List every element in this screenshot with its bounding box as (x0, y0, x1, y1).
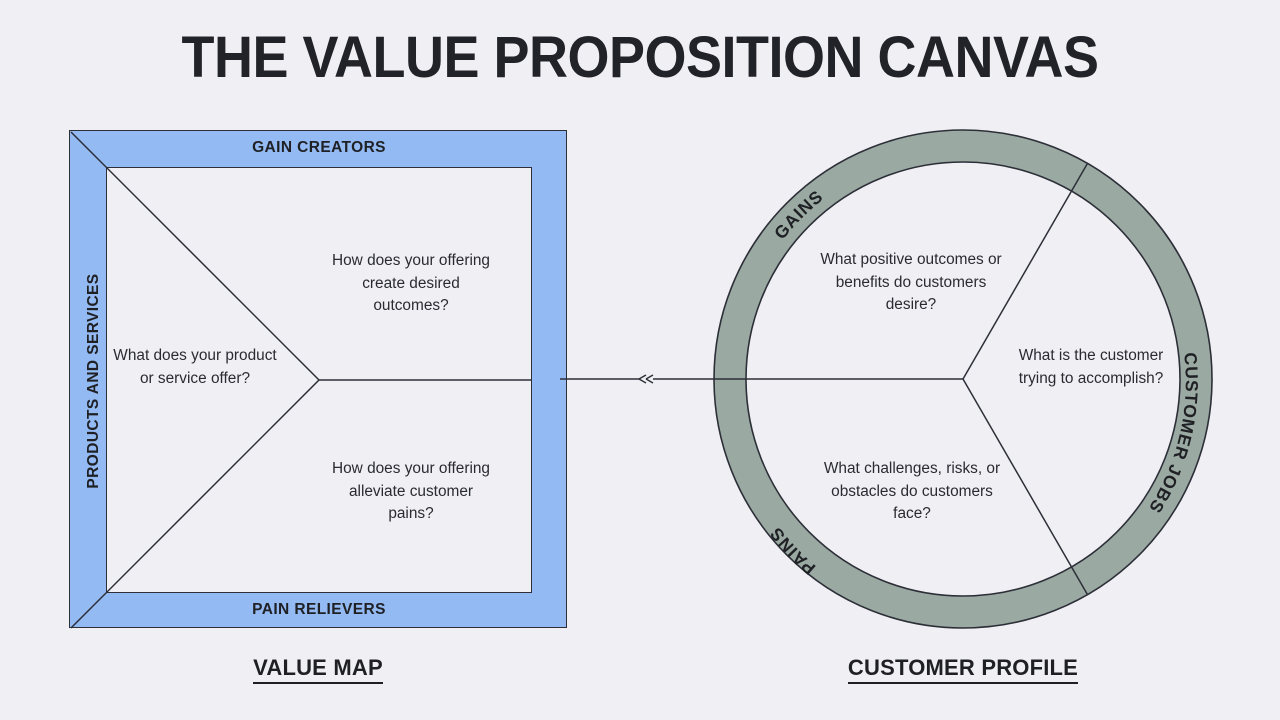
page-title: THE VALUE PROPOSITION CANVAS (181, 25, 1099, 90)
value-map-pain-relievers-text: How does your offering alleviate custome… (332, 460, 490, 522)
customer-profile-customer-jobs-text: What is the customer trying to accomplis… (1018, 347, 1164, 387)
value-map-products-and-services-text: What does your product or service offer? (113, 347, 277, 387)
value-map-gain-creators-text: How does your offering create desired ou… (332, 252, 490, 314)
caption-customer-profile: CUSTOMER PROFILE (713, 655, 1213, 684)
customer-profile-pains-text: What challenges, risks, or obstacles do … (823, 460, 1001, 522)
customer-profile-gains-text: What positive outcomes or benefits do cu… (820, 251, 1002, 313)
value-map-divider-lines (70, 131, 532, 629)
caption-value-map-label: VALUE MAP (253, 655, 383, 684)
fit-connector-arrow (560, 374, 730, 384)
caption-customer-profile-label: CUSTOMER PROFILE (847, 655, 1079, 684)
band-label-pain-relievers: PAIN RELIEVERS (252, 601, 386, 618)
customer-profile-panel: GAINS CUSTOMER JOBS PAINS (713, 129, 1213, 629)
customer-profile-divider-lines (714, 163, 1089, 595)
caption-value-map: VALUE MAP (68, 655, 568, 684)
band-label-gain-creators: GAIN CREATORS (252, 139, 386, 156)
value-map-panel: GAIN CREATORS PAIN RELIEVERS PRODUCTS AN… (69, 130, 567, 629)
